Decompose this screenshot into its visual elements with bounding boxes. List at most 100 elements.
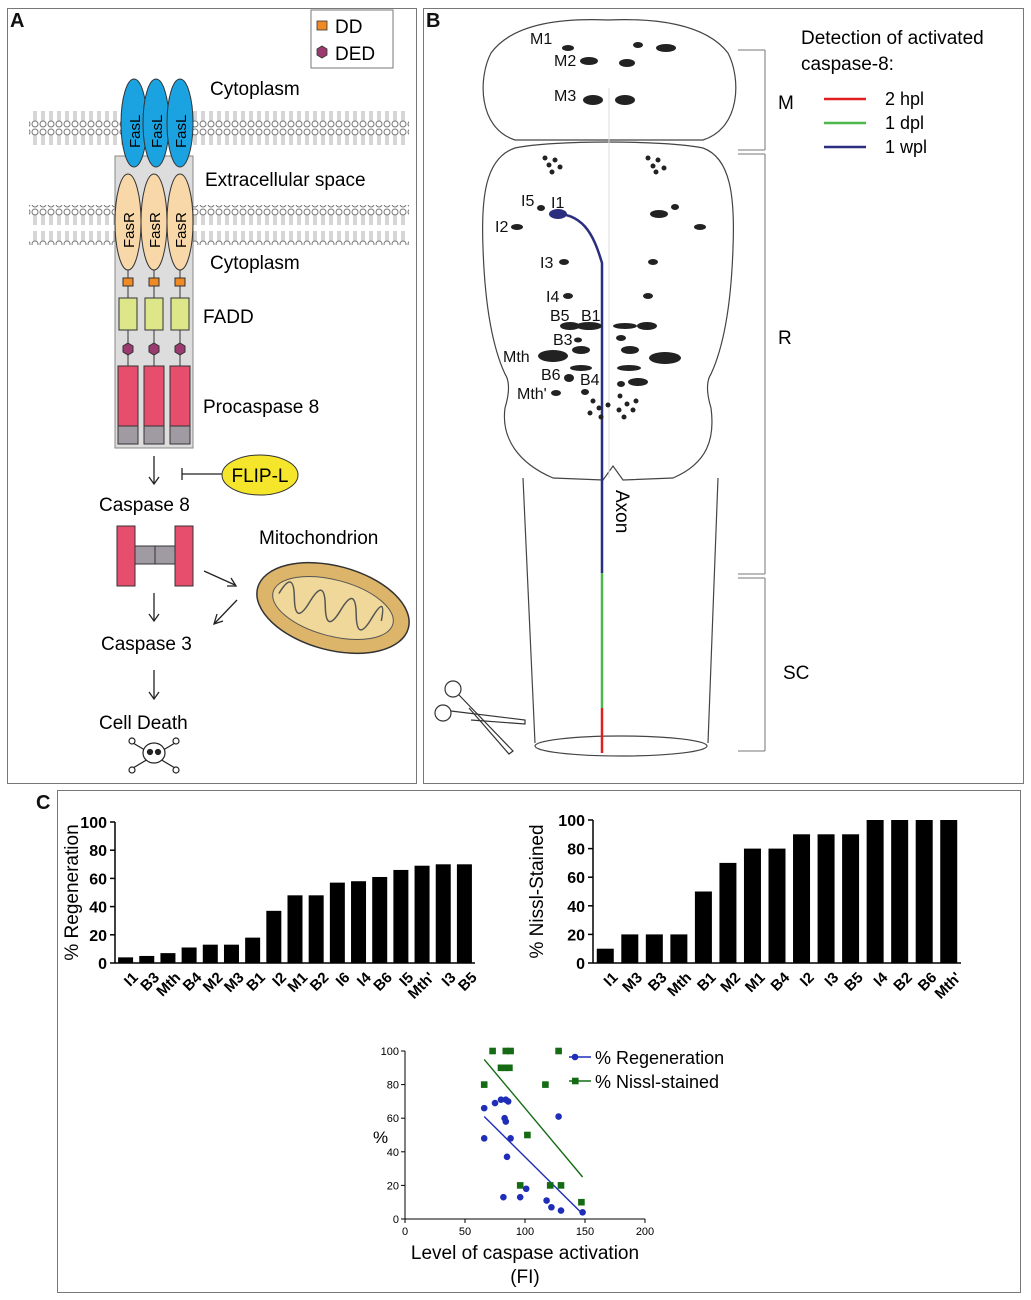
legend-marker-1: [572, 1077, 579, 1085]
label-i3: I3: [540, 255, 553, 272]
legend-dd: DD: [335, 17, 362, 38]
point-nissl: [516, 1182, 524, 1189]
bar-I3: [817, 834, 835, 963]
bar-B6: [372, 876, 388, 963]
y-tick-label: 60: [387, 1113, 399, 1125]
x-tick-label: M3: [619, 969, 646, 996]
signaling-chain: [117, 270, 191, 445]
label-mthp: Mth': [517, 386, 547, 403]
brain-outline: [481, 19, 737, 757]
fasl-label-2: FasL: [149, 115, 166, 148]
label-m1: M1: [530, 31, 552, 48]
region-sc: SC: [783, 663, 809, 684]
point-regeneration: [507, 1135, 514, 1142]
y-tick-label: 80: [567, 842, 585, 859]
x-tick-label: I3: [821, 969, 842, 990]
flip-oval: [221, 454, 299, 496]
point-regeneration: [480, 1135, 488, 1142]
bar-Mth: [160, 953, 176, 963]
fasr-label-2: FasR: [147, 212, 164, 248]
x-tick-label: Mth: [153, 969, 184, 1000]
fit-line-0: [483, 1116, 584, 1215]
bar-B3: [645, 934, 663, 963]
fasl-label-1: FasL: [127, 115, 144, 148]
label-i4: I4: [546, 289, 559, 306]
bar-M2: [202, 944, 218, 963]
legend-marker-0: [571, 1053, 579, 1061]
y-tick-label: 100: [381, 1046, 399, 1058]
y-tick-label: 40: [387, 1147, 399, 1159]
b-legend-label-2: 1 wpl: [885, 137, 927, 157]
x-tick-label: B2: [307, 969, 333, 995]
label-mth: Mth: [503, 349, 530, 366]
label-i5: I5: [521, 193, 534, 210]
label-b6: B6: [541, 367, 561, 384]
fasr-label-1: FasR: [121, 212, 138, 248]
label-b1: B1: [581, 308, 601, 325]
label-b4: B4: [580, 372, 600, 389]
fasl-group: FasL FasL FasL: [120, 78, 194, 168]
label-b3: B3: [553, 332, 573, 349]
lower-membrane: [29, 205, 409, 245]
bar-M3: [621, 934, 639, 963]
region-brackets: [738, 49, 766, 752]
point-regeneration: [504, 1098, 512, 1105]
y-axis-title: % Nissl-Stained: [527, 824, 548, 958]
x-axis-title: Level of caspase activation: [411, 1243, 639, 1264]
panel-b: [423, 8, 1024, 784]
point-nissl: [578, 1198, 585, 1206]
y-tick-label: 0: [576, 956, 585, 973]
label-axon: Axon: [611, 490, 632, 533]
neuron-somas: [511, 42, 706, 420]
x-tick-label: B5: [455, 969, 481, 995]
x-tick-label: I1: [601, 969, 622, 990]
i1-soma: [549, 209, 567, 219]
bar-B5: [842, 834, 860, 963]
y-tick-label: 20: [387, 1180, 399, 1192]
legend-label-1: % Nissl-stained: [595, 1072, 719, 1092]
x-tick-label: I1: [121, 969, 142, 990]
y-tick-label: 0: [393, 1214, 399, 1226]
y-tick-label: 20: [567, 927, 585, 944]
legend-box: [310, 9, 394, 69]
x-tick-label: I4: [870, 969, 891, 990]
point-regeneration: [516, 1193, 524, 1201]
x-tick-label: 150: [576, 1226, 594, 1238]
point-nissl: [502, 1047, 510, 1055]
b-legend-label-0: 2 hpl: [885, 89, 924, 109]
bar-B2: [308, 895, 324, 963]
bar-I3: [435, 864, 451, 963]
label-i1: I1: [551, 195, 564, 212]
bar-M1: [287, 895, 303, 963]
point-nissl: [542, 1081, 549, 1088]
point-regeneration: [480, 1104, 488, 1112]
bar-B3: [139, 955, 155, 963]
panel-a-label: A: [10, 10, 25, 32]
scissors-icon: [434, 680, 526, 755]
panel-b-diagram: M1 M2 M3 I5 I1 I2 I3 I4 B5 B1 B3 Mth B6 …: [434, 19, 984, 757]
bar-I1: [596, 948, 614, 963]
x-tick-label: B6: [370, 969, 396, 995]
mitochondrion-icon: [256, 561, 410, 655]
caspase8-icon: [116, 525, 194, 587]
label-cytoplasm-bottom: Cytoplasm: [210, 253, 300, 274]
bar-M2: [719, 862, 737, 963]
label-extracellular: Extracellular space: [205, 170, 366, 191]
fit-line-1: [483, 1058, 584, 1178]
legend-label-0: % Regeneration: [595, 1048, 724, 1068]
point-regeneration: [548, 1203, 555, 1211]
b-legend-title-1: Detection of activated: [801, 28, 984, 49]
x-tick-label: 100: [516, 1226, 534, 1238]
bar-M3: [223, 944, 239, 963]
dd-swatch-icon: [316, 20, 328, 31]
bar-Mth': [414, 865, 430, 963]
point-nissl: [557, 1182, 565, 1189]
panel-b-label: B: [426, 10, 441, 32]
fasr-group: FasR FasR FasR: [114, 173, 194, 271]
point-nissl: [489, 1047, 496, 1055]
bar-Mth': [940, 820, 958, 963]
x-tick-label: 0: [402, 1226, 408, 1238]
